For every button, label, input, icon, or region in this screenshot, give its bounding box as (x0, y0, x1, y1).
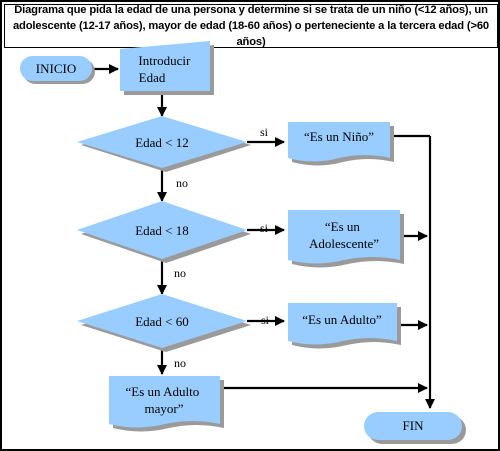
decision-3-label: Edad < 60 (135, 314, 189, 329)
edge-label-no-3: no (174, 356, 186, 370)
connectors (94, 64, 435, 409)
output-2-label-line-2: Adolescente” (309, 236, 379, 251)
title-box: Diagrama que pida la edad de una persona… (4, 4, 498, 48)
input-label-line-2: Edad (139, 70, 166, 85)
diagram-title: Diagrama que pida la edad de una persona… (12, 4, 489, 48)
output-4-label-line-1: “Es un Adulto (126, 384, 200, 399)
end-label: FIN (403, 418, 425, 433)
edge-label-no-2: no (174, 266, 186, 280)
decision-age-under-60: Edad < 60 (77, 294, 251, 352)
decision-age-under-12: Edad < 12 (77, 116, 251, 172)
decision-2-label: Edad < 18 (135, 223, 189, 238)
output-elderly: “Es un Adulto mayor” (109, 376, 224, 432)
output-2-label-line-1: “Es un (325, 219, 361, 234)
input-label-line-1: Introducir (138, 53, 191, 68)
decision-age-under-18: Edad < 18 (77, 201, 251, 263)
output-2-text: “Es un Adolescente” (309, 219, 379, 251)
output-child: “Es un Niño” (288, 122, 394, 166)
input-node: Introducir Edad (120, 41, 214, 95)
output-3-label: “Es un Adulto” (302, 312, 382, 327)
start-node: INICIO (20, 56, 95, 84)
start-label: INICIO (36, 61, 76, 76)
output-adult: “Es un Adulto” (288, 303, 401, 349)
edge-label-no-1: no (176, 176, 188, 190)
output-adolescent: “Es un Adolescente” (288, 210, 404, 268)
output-1-label: “Es un Niño” (304, 129, 374, 144)
end-node: FIN (364, 412, 466, 444)
output-4-text: “Es un Adulto mayor” (126, 384, 203, 416)
decision-1-label: Edad < 12 (135, 135, 189, 150)
edge-label-yes-3: si (261, 313, 270, 327)
output-4-label-line-2: mayor” (145, 401, 184, 416)
edge-label-yes-2: si (260, 221, 269, 235)
edge-label-yes-1: si (260, 125, 269, 139)
input-text: Introducir Edad (138, 53, 193, 85)
